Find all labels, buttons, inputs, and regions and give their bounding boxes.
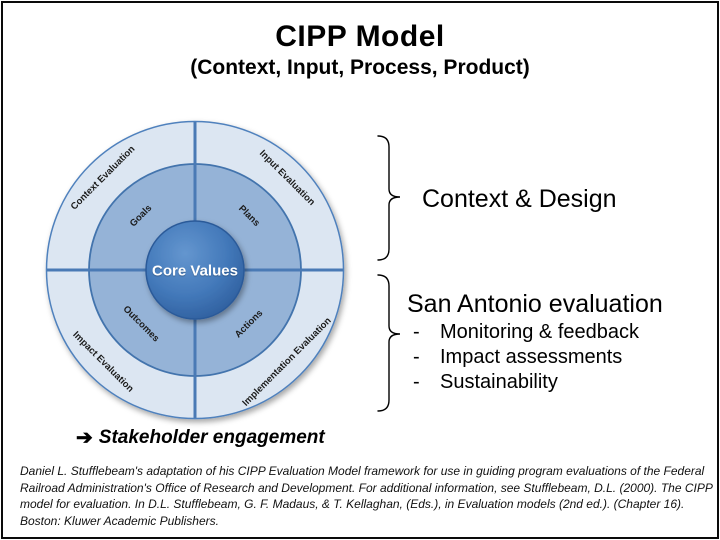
bullet-dash: - xyxy=(413,371,420,393)
bullet-dash: - xyxy=(413,346,420,368)
bullet-text: Monitoring & feedback xyxy=(440,321,640,343)
brace-san-antonio xyxy=(377,274,401,412)
cipp-diagram: Context Evaluation Input Evaluation Impa… xyxy=(45,120,345,420)
citation-text: Daniel L. Stufflebeam's adaptation of hi… xyxy=(20,464,713,528)
stakeholder-label: Stakeholder engagement xyxy=(98,426,325,448)
brace-context-design xyxy=(377,135,401,261)
bullet-item: - Impact assessments xyxy=(413,345,639,370)
context-design-label: Context & Design xyxy=(422,185,617,213)
san-antonio-heading: San Antonio evaluation xyxy=(407,290,663,318)
bullet-item: - Sustainability xyxy=(413,370,639,395)
san-antonio-bullets: - Monitoring & feedback - Impact assessm… xyxy=(413,320,639,395)
bullet-item: - Monitoring & feedback xyxy=(413,320,639,345)
bullet-text: Sustainability xyxy=(440,371,558,393)
stakeholder-engagement-line: ➔ Stakeholder engagement xyxy=(76,425,325,450)
cipp-rings-svg: Context Evaluation Input Evaluation Impa… xyxy=(45,120,345,420)
slide-title: CIPP Model xyxy=(275,20,445,53)
title-area: CIPP Model (Context, Input, Process, Pro… xyxy=(3,21,717,81)
core-values-label: Core Values xyxy=(152,262,238,280)
slide-subtitle: (Context, Input, Process, Product) xyxy=(190,56,530,79)
right-arrow-icon: ➔ xyxy=(76,427,93,449)
core-values-circle xyxy=(145,220,245,320)
bullet-dash: - xyxy=(413,321,420,343)
bullet-text: Impact assessments xyxy=(440,346,623,368)
